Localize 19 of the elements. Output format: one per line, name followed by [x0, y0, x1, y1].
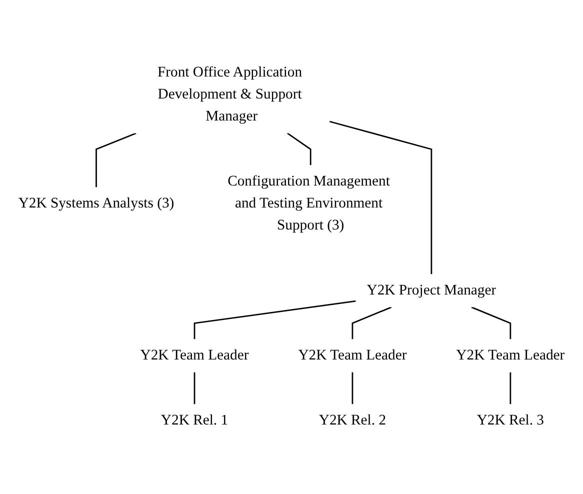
- connector: [96, 132, 136, 188]
- connector: [510, 372, 512, 404]
- node-text: Y2K Project Manager: [366, 282, 496, 298]
- connector: [194, 372, 196, 404]
- connector: [352, 372, 354, 404]
- node-text: Y2K Rel. 2: [318, 412, 386, 428]
- connector: [286, 132, 312, 166]
- node-text: Y2K Rel. 1: [160, 412, 228, 428]
- connector: [329, 121, 432, 274]
- node-text: Y2K Rel. 3: [476, 412, 544, 428]
- node-text: Y2K Systems Analysts (3): [18, 196, 174, 212]
- connector: [194, 300, 356, 340]
- node-text: Front Office Application Development & Support Manager: [157, 64, 302, 124]
- node-text: Y2K Team Leader: [140, 348, 249, 364]
- node-text: Y2K Team Leader: [456, 348, 565, 364]
- node-text: Configuration Management and Testing Environment Support (3): [228, 174, 390, 234]
- node-text: Y2K Team Leader: [298, 348, 407, 364]
- connector: [471, 306, 512, 340]
- connector: [352, 306, 392, 340]
